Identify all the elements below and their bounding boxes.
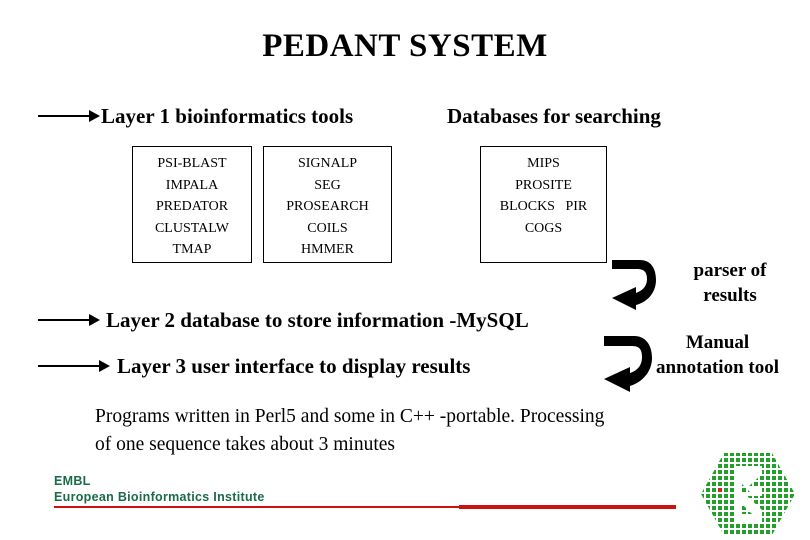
arrow-right-icon	[38, 313, 100, 327]
box-item: PROSITE	[515, 177, 572, 193]
page-title: PEDANT SYSTEM	[262, 28, 548, 64]
box-item: MIPS	[527, 156, 560, 171]
box-item: PROSEARCH	[286, 199, 369, 214]
arrow-right-icon	[38, 359, 110, 373]
databases-box: MIPS PROSITE BLOCKS PIR COGS	[480, 146, 607, 263]
parser-note-line-2: results	[703, 285, 757, 306]
footer-rule-left	[54, 506, 459, 508]
body-line-2: of one sequence takes about 3 minutes	[95, 434, 395, 455]
parser-note-line-1: parser of	[693, 260, 767, 281]
footer-rule-right	[459, 505, 676, 509]
box-item: COILS	[307, 220, 348, 236]
box-item: IMPALA	[165, 177, 219, 193]
box-item: TMAP	[172, 242, 212, 257]
box-item: HMMER	[301, 242, 354, 257]
box-item: SEG	[314, 177, 341, 193]
manual-note-line-2: annotation tool	[656, 357, 779, 378]
box-item: COGS	[524, 220, 563, 236]
box-item: PREDATOR	[155, 199, 229, 214]
parser-note: parser of results	[665, 258, 795, 308]
box-item: SIGNALP	[297, 156, 358, 171]
curved-hook-arrow-icon	[596, 332, 654, 392]
body-paragraph: Programs written in Perl5 and some in C+…	[95, 403, 755, 459]
box-item: BLOCKS PIR	[499, 199, 588, 214]
layer-3-label: Layer 3 user interface to display result…	[117, 354, 471, 378]
layer-2-label: Layer 2 database to store information -M…	[106, 308, 529, 332]
body-line-1: Programs written in Perl5 and some in C+…	[95, 406, 605, 427]
box-item: PSI-BLAST	[157, 156, 227, 171]
tools-box-1: PSI-BLAST IMPALA PREDATOR CLUSTALW TMAP	[132, 146, 252, 263]
manual-note: Manual annotation tool	[630, 330, 805, 380]
databases-column-header: Databases for searching	[447, 104, 661, 128]
curved-hook-arrow-icon	[606, 256, 658, 310]
tools-column-header: Layer 1 bioinformatics tools	[101, 104, 354, 128]
box-item: CLUSTALW	[154, 220, 230, 236]
footer-org-long: European Bioinformatics Institute	[54, 490, 265, 504]
tools-box-2: SIGNALP SEG PROSEARCH COILS HMMER	[263, 146, 392, 263]
manual-note-line-1: Manual	[685, 332, 750, 353]
footer-org-short: EMBL	[54, 474, 91, 488]
ebi-hexagon-logo	[700, 452, 796, 536]
arrow-right-icon	[38, 109, 100, 123]
